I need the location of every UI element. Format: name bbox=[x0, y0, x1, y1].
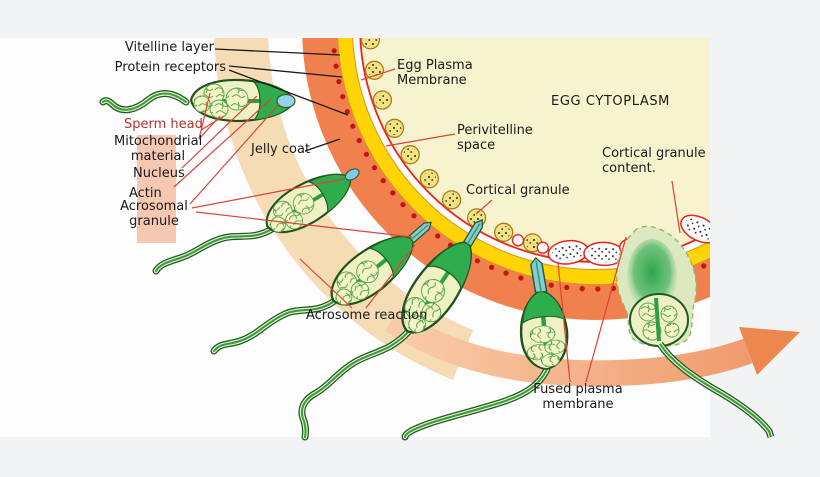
jelly-coat-ring bbox=[302, 38, 710, 320]
label-actin: Actin bbox=[129, 186, 162, 201]
jelly-coat-fragment bbox=[137, 135, 176, 243]
label-jelly-coat: Jelly coat bbox=[251, 142, 311, 157]
red-pointer-lines bbox=[173, 68, 681, 383]
vitelline-outer-edge bbox=[337, 38, 710, 286]
vitelline-layer-ring bbox=[338, 38, 710, 284]
label-nucleus: Nucleus bbox=[133, 166, 185, 181]
vitelline-inner-edge bbox=[352, 38, 710, 271]
sperm-2 bbox=[152, 168, 360, 275]
sperm-1 bbox=[99, 78, 296, 123]
sperm-cells bbox=[99, 78, 569, 441]
label-mitochondrial-material: Mitochondrial material bbox=[114, 134, 203, 164]
label-egg-cytoplasm: EGG CYTOPLASM bbox=[551, 94, 670, 109]
label-cortical-granule: Cortical granule bbox=[466, 183, 570, 198]
label-perivitelline-space: Perivitelline space bbox=[457, 123, 533, 153]
black-pointer-lines bbox=[214, 48, 349, 152]
sperm-4 bbox=[298, 218, 483, 441]
sequence-arrow bbox=[384, 309, 800, 387]
sperm-5 bbox=[401, 256, 569, 441]
label-cortical-granule-content: Cortical granule content. bbox=[602, 146, 706, 176]
fused-sperm-tail bbox=[657, 341, 775, 439]
label-protein-receptors: Protein receptors bbox=[114, 60, 226, 75]
cortical-granules bbox=[360, 38, 543, 253]
sperm-fused bbox=[615, 225, 775, 439]
label-fused-plasma-membrane: Fused plasma membrane bbox=[533, 382, 623, 412]
label-vitelline-layer: Vitelline layer bbox=[124, 40, 214, 55]
label-egg-plasma-membrane: Egg Plasma Membrane bbox=[397, 58, 473, 88]
sperm-3 bbox=[210, 221, 433, 355]
label-acrosome-reaction: Acrosome reaction bbox=[306, 308, 428, 323]
label-acrosomal-granule: Acrosomal granule bbox=[120, 199, 188, 229]
sequence-arrow-head bbox=[739, 327, 800, 375]
label-sperm-head: Sperm head bbox=[124, 117, 203, 132]
